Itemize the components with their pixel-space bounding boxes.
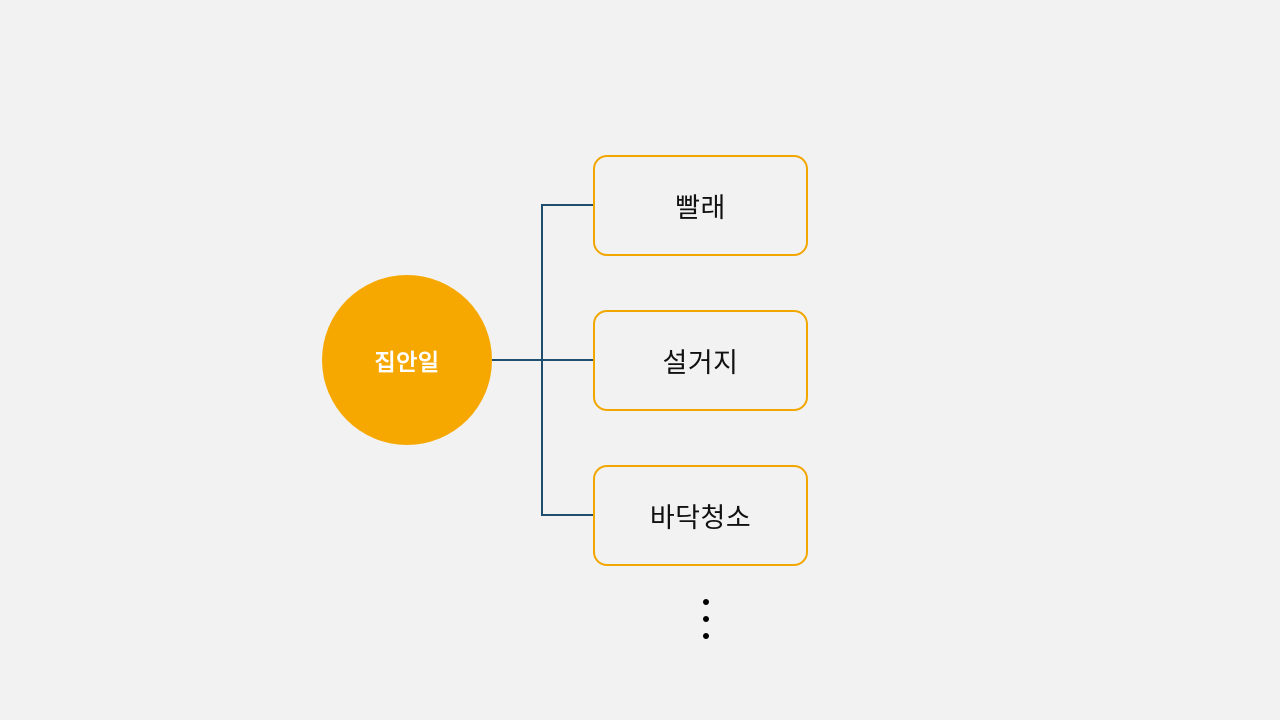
child-node-label: 빨래 — [675, 193, 726, 224]
child-node-2: 설거지 — [593, 310, 808, 411]
child-node-1: 빨래 — [593, 155, 808, 256]
root-node-label: 집안일 — [374, 350, 440, 376]
more-items-ellipsis — [701, 597, 711, 641]
ellipsis-dot — [703, 616, 709, 622]
ellipsis-dot — [703, 599, 709, 605]
child-node-label: 설거지 — [662, 348, 739, 379]
ellipsis-dot — [703, 633, 709, 639]
child-node-3: 바닥청소 — [593, 465, 808, 566]
root-node-circle: 집안일 — [322, 275, 492, 445]
child-node-label: 바닥청소 — [649, 503, 752, 534]
